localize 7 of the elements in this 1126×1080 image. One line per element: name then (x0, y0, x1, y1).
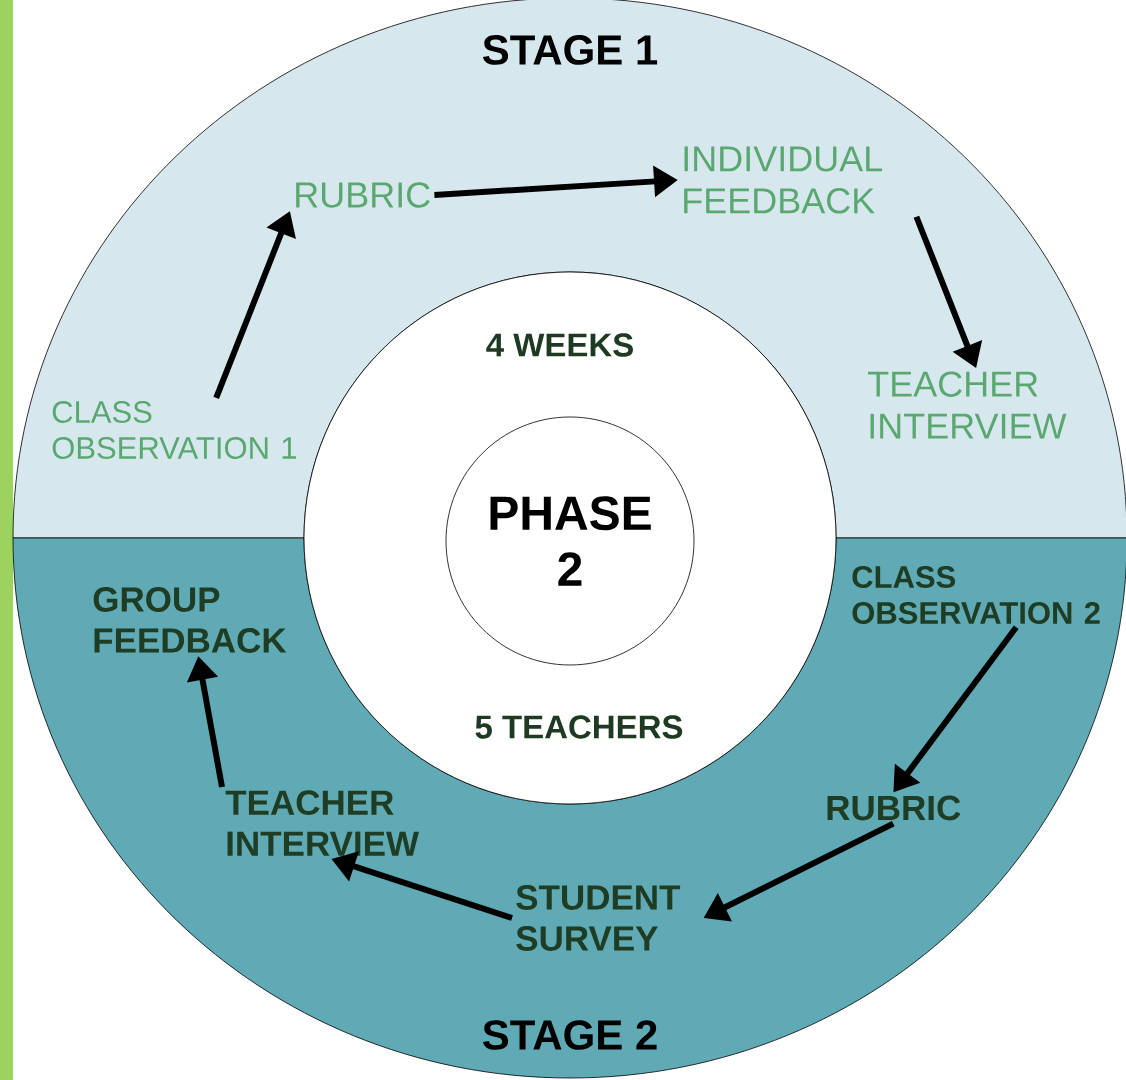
step-label: TEACHER INTERVIEW (868, 371, 1067, 439)
step-label: RUBRIC (296, 182, 430, 208)
step-label: STUDENT SURVEY (516, 885, 681, 951)
step-label: CLASS OBSERVATION 2 (852, 566, 1100, 624)
step-label: INDIVIDUAL FEEDBACK (684, 146, 883, 214)
step-label: CLASS OBSERVATION 1 (52, 401, 296, 459)
step-label: GROUP FEEDBACK (93, 587, 287, 653)
